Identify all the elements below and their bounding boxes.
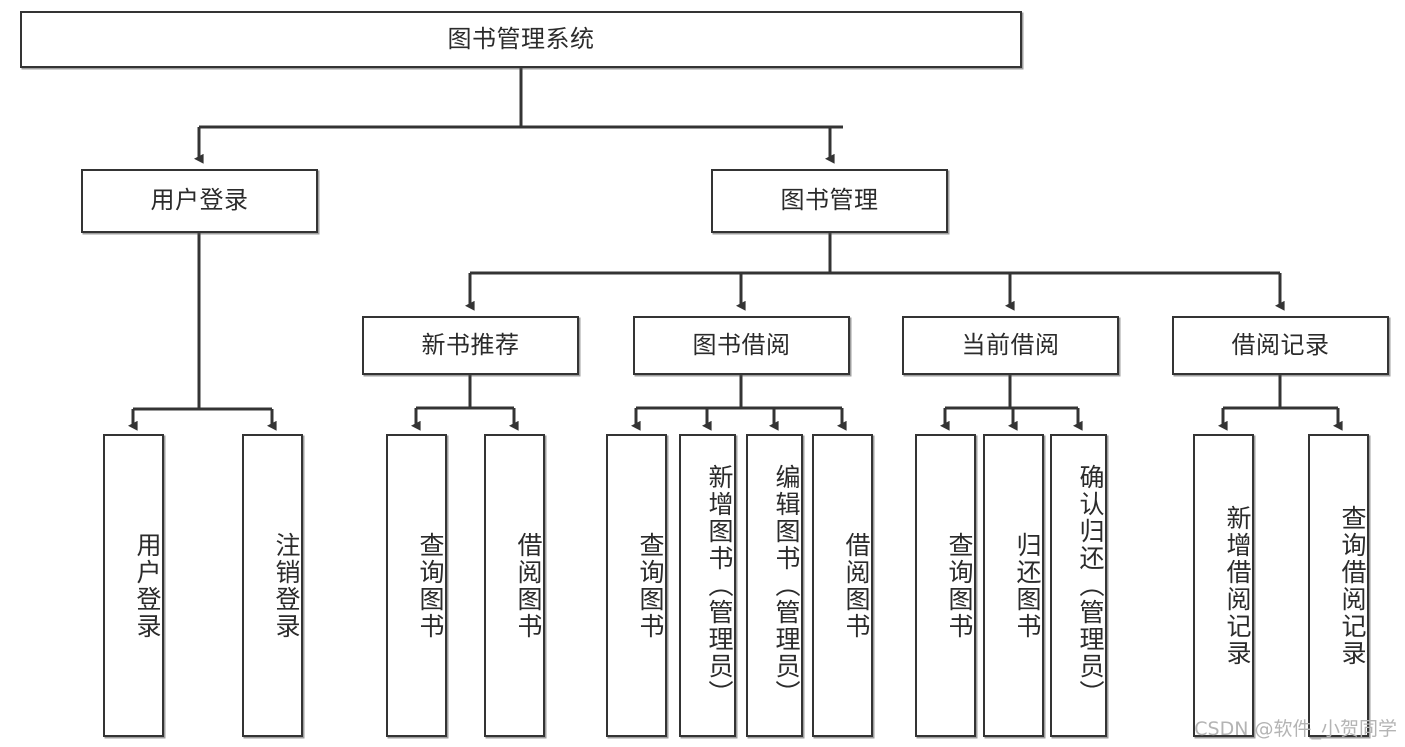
- node-leaf-edit-book-label: 编辑图书（管理员）: [772, 464, 801, 707]
- node-leaf-query-book-rec-label: 查询图书: [416, 531, 445, 640]
- node-book-borrow-label: 图书借阅: [692, 330, 791, 359]
- node-leaf-query-book-rec[interactable]: 查询图书: [386, 434, 447, 737]
- node-new-book-rec[interactable]: 新书推荐: [362, 316, 579, 375]
- node-user-login-label: 用户登录: [150, 186, 249, 215]
- node-leaf-query-book-borrow[interactable]: 查询图书: [606, 434, 667, 737]
- node-leaf-borrow-book-label: 借阅图书: [842, 531, 871, 640]
- node-leaf-logout[interactable]: 注销登录: [242, 434, 303, 737]
- node-leaf-query-record[interactable]: 查询借阅记录: [1308, 434, 1369, 737]
- node-leaf-borrow-book-rec-label: 借阅图书: [514, 531, 543, 640]
- node-leaf-query-book-cur-label: 查询图书: [945, 531, 974, 640]
- node-leaf-user-login-label: 用户登录: [133, 531, 162, 640]
- node-book-manage[interactable]: 图书管理: [711, 169, 948, 233]
- node-borrow-record[interactable]: 借阅记录: [1172, 316, 1389, 375]
- node-leaf-query-book-cur[interactable]: 查询图书: [915, 434, 976, 737]
- node-leaf-query-record-label: 查询借阅记录: [1338, 504, 1367, 667]
- node-leaf-return-book-label: 归还图书: [1013, 531, 1042, 640]
- node-user-login[interactable]: 用户登录: [81, 169, 318, 233]
- node-leaf-return-book[interactable]: 归还图书: [983, 434, 1044, 737]
- node-leaf-borrow-book-rec[interactable]: 借阅图书: [484, 434, 545, 737]
- node-book-manage-label: 图书管理: [780, 186, 879, 215]
- watermark: CSDN @软件_小贺同学: [1194, 718, 1397, 740]
- node-leaf-edit-book[interactable]: 编辑图书（管理员）: [746, 434, 803, 737]
- node-leaf-add-book-label: 新增图书（管理员）: [705, 464, 734, 707]
- node-current-borrow-label: 当前借阅: [961, 330, 1060, 359]
- node-new-book-rec-label: 新书推荐: [421, 330, 520, 359]
- node-leaf-confirm-return[interactable]: 确认归还（管理员）: [1050, 434, 1107, 737]
- node-leaf-borrow-book[interactable]: 借阅图书: [812, 434, 873, 737]
- node-leaf-add-record[interactable]: 新增借阅记录: [1193, 434, 1254, 737]
- node-root-label: 图书管理系统: [447, 24, 595, 53]
- node-leaf-add-record-label: 新增借阅记录: [1223, 504, 1252, 667]
- node-borrow-record-label: 借阅记录: [1231, 330, 1330, 359]
- node-leaf-add-book[interactable]: 新增图书（管理员）: [679, 434, 736, 737]
- node-book-borrow[interactable]: 图书借阅: [633, 316, 850, 375]
- node-leaf-logout-label: 注销登录: [272, 531, 301, 640]
- node-leaf-confirm-return-label: 确认归还（管理员）: [1076, 464, 1105, 707]
- node-leaf-user-login[interactable]: 用户登录: [103, 434, 164, 737]
- node-leaf-query-book-borrow-label: 查询图书: [636, 531, 665, 640]
- node-current-borrow[interactable]: 当前借阅: [902, 316, 1119, 375]
- node-root[interactable]: 图书管理系统: [20, 11, 1022, 68]
